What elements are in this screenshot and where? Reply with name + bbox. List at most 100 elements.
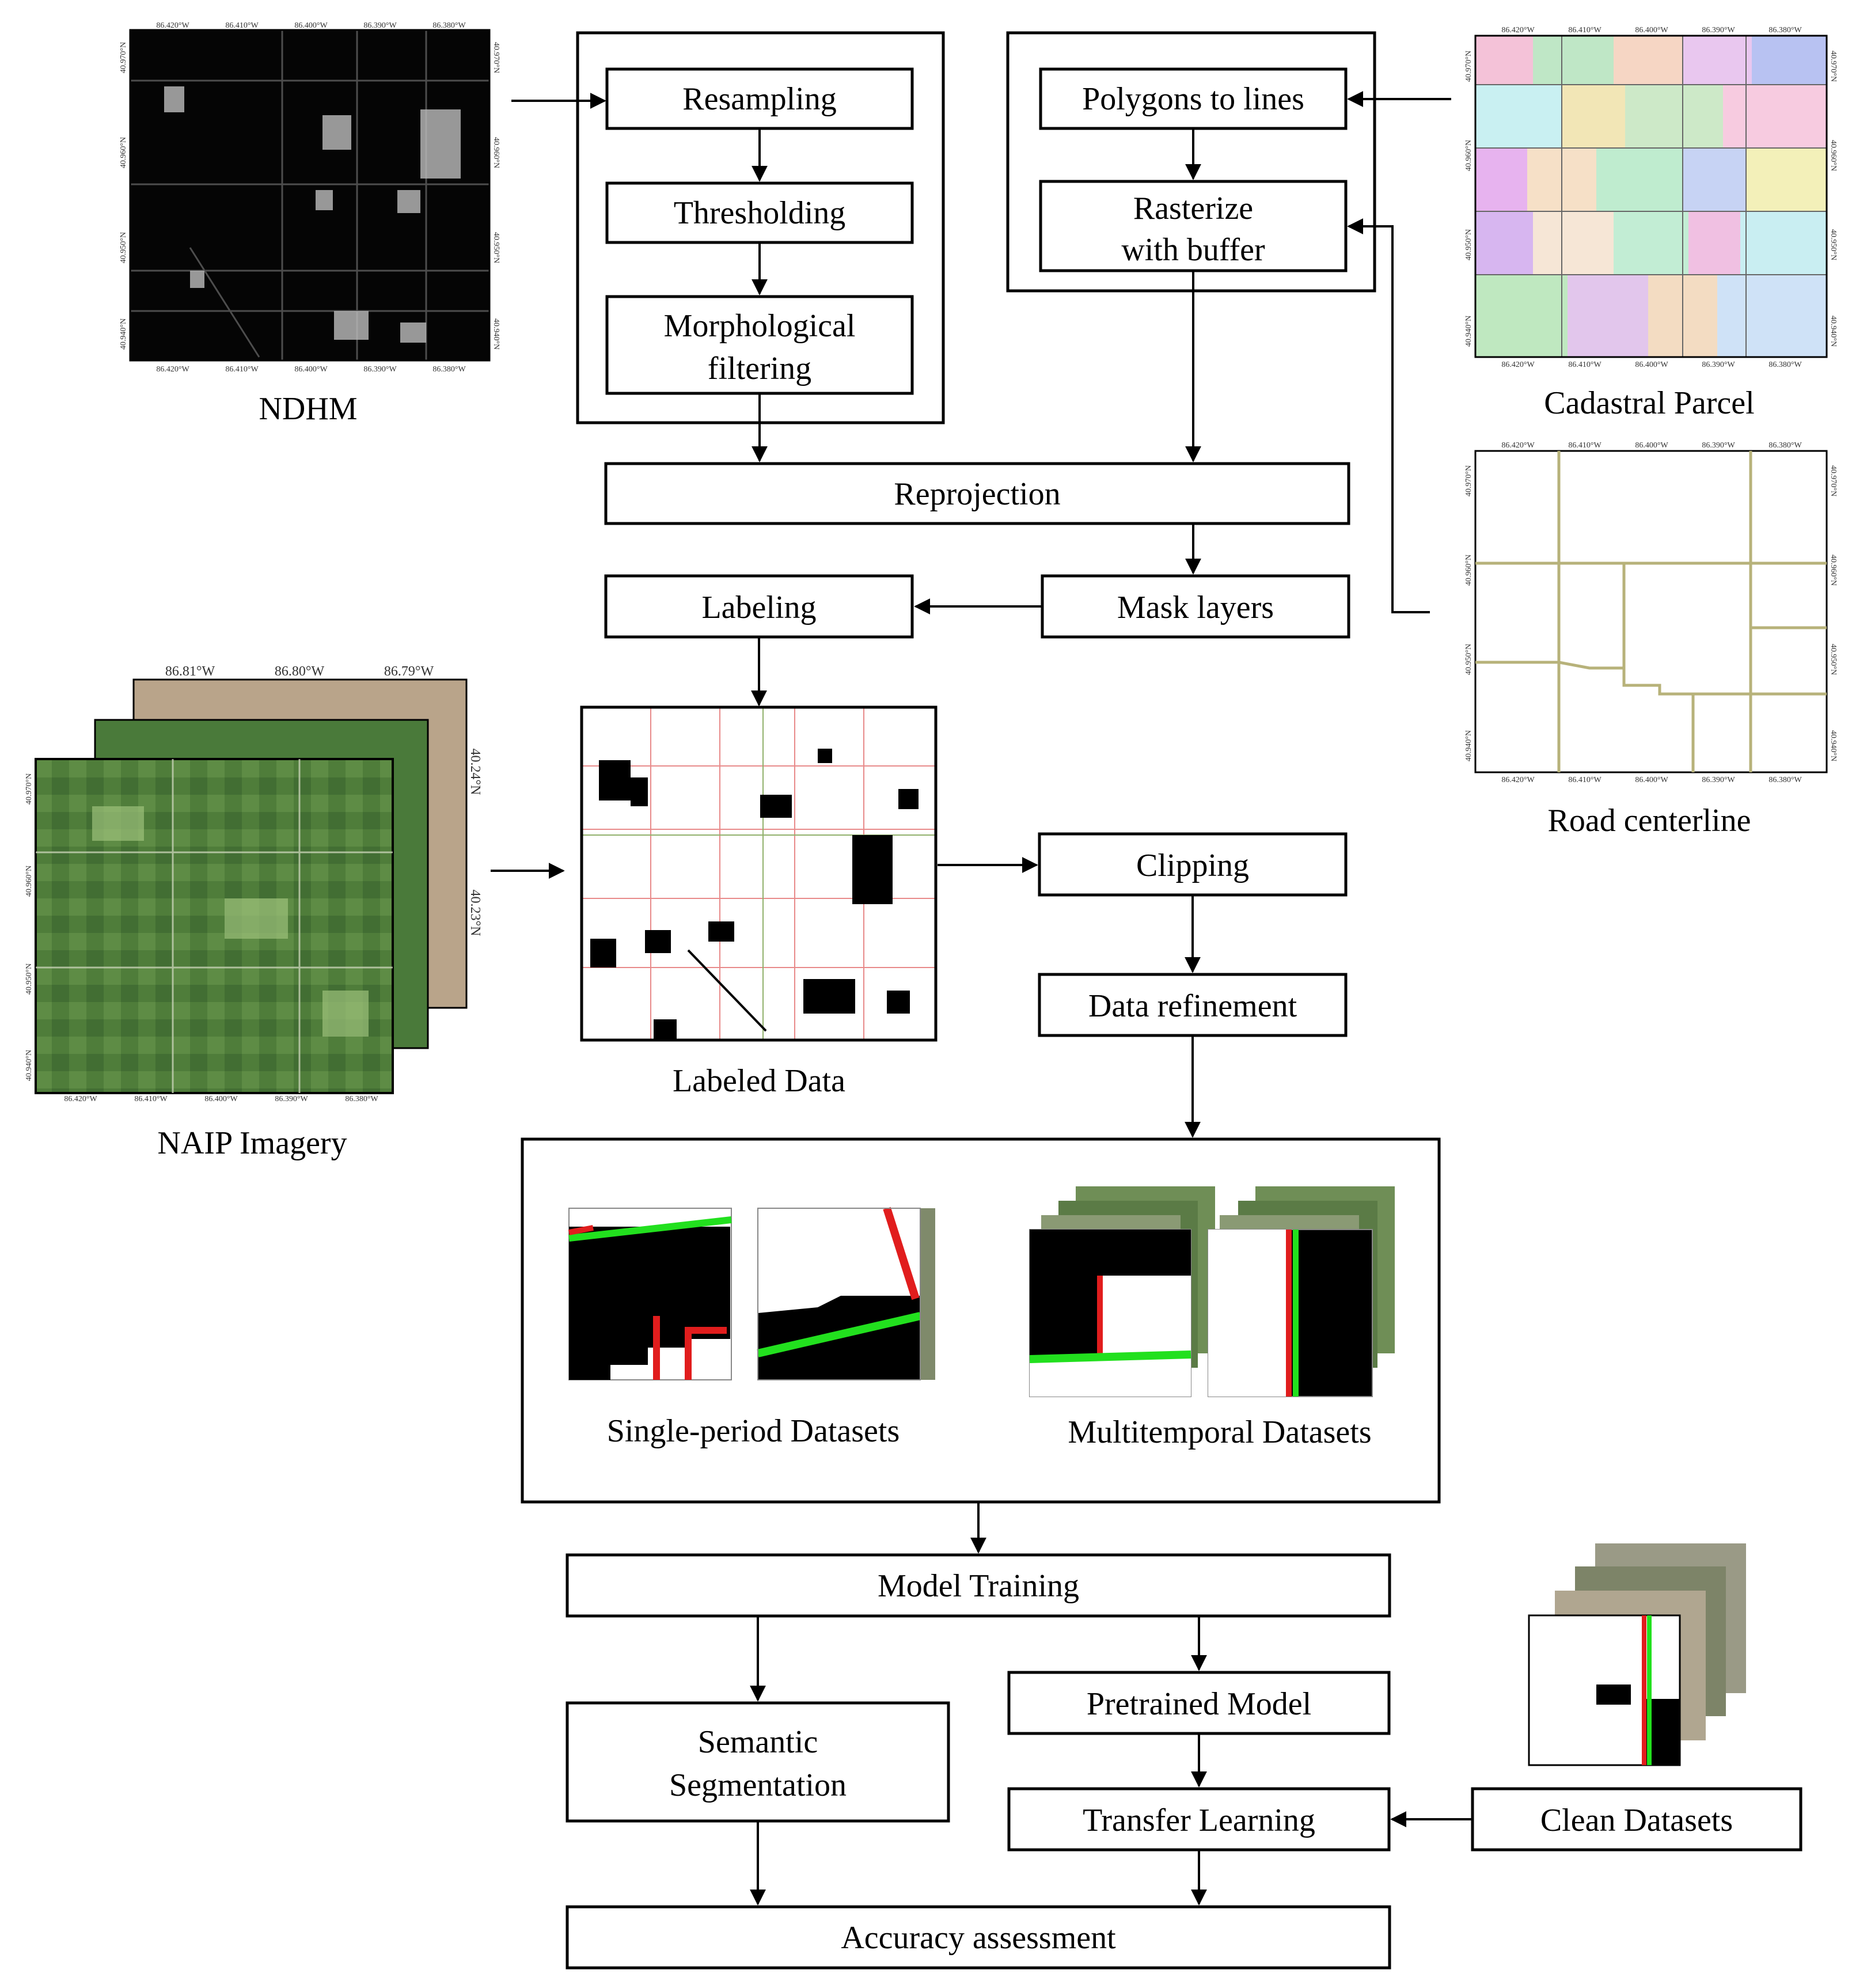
road-lon-tick: 86.420°W <box>1501 441 1535 450</box>
naip-front-lon-tick: 86.400°W <box>204 1095 238 1103</box>
cadastral-lon-tick-bottom: 86.390°W <box>1702 361 1735 369</box>
ndhm-lon-tick-top: 86.410°W <box>225 21 259 30</box>
mask-layers-box <box>1041 574 1350 639</box>
pretrained-model-box <box>1007 1671 1391 1735</box>
road-lon-tick: 86.380°W <box>1768 441 1802 450</box>
naip-lon-tick: 86.80°W <box>275 664 325 679</box>
data-refinement-box <box>1038 973 1348 1037</box>
resampling-box <box>605 67 914 130</box>
rasterize-label: Rasterize <box>1133 191 1253 226</box>
cadastral-lon-tick: 86.400°W <box>1635 26 1668 35</box>
morphological-label: Morphological <box>664 308 856 344</box>
road-lat-tick: 40.960°N <box>1464 555 1473 586</box>
road-lon-tick: 86.410°W <box>1568 441 1601 450</box>
naip-lon-tick: 86.79°W <box>384 664 434 679</box>
datasets-group <box>521 1137 1441 1504</box>
rasterize-box <box>1039 180 1348 272</box>
ndhm-lat-tick-right: 40.950°N <box>492 232 500 263</box>
naip-front-lat-tick: 40.950°N <box>25 963 33 995</box>
naip-front-lat-tick: 40.970°N <box>25 773 33 805</box>
naip-imagery-stack: 86.81°W 86.80°W 86.79°W 40.24°N 40.23°N … <box>25 664 483 1103</box>
single-period-samples <box>568 1207 935 1380</box>
ndhm-lon-tick-bottom: 86.380°W <box>432 365 466 374</box>
road-lon-tick-bottom: 86.420°W <box>1501 776 1535 784</box>
cadastral-processing-group <box>1006 31 1376 293</box>
reprojection-box <box>604 462 1350 525</box>
data-refinement-label: Data refinement <box>1088 988 1297 1024</box>
road-lon-tick: 86.400°W <box>1635 441 1668 450</box>
ndhm-caption: NDHM <box>259 391 357 427</box>
cadastral-lat-tick: 40.960°N <box>1464 140 1473 171</box>
cadastral-lat-tick-right: 40.950°N <box>1829 229 1838 260</box>
multitemporal-samples <box>1029 1186 1395 1397</box>
labeling-label: Labeling <box>701 590 816 625</box>
road-lat-tick-right: 40.940°N <box>1829 730 1838 761</box>
labeled-data-image <box>580 705 938 1042</box>
morphological-filtering-box <box>605 295 914 395</box>
cadastral-lon-tick: 86.390°W <box>1702 26 1735 35</box>
accuracy-assessment-label: Accuracy assessment <box>841 1920 1116 1956</box>
pretrained-model-label: Pretrained Model <box>1087 1686 1311 1722</box>
ndhm-lon-tick-bottom: 86.420°W <box>156 365 189 374</box>
road-lat-tick: 40.950°N <box>1464 644 1473 675</box>
road-lon-tick: 86.390°W <box>1702 441 1735 450</box>
clipping-label: Clipping <box>1136 848 1249 883</box>
ndhm-lat-tick: 40.960°N <box>119 137 128 168</box>
labeling-box <box>604 574 914 639</box>
ndhm-lat-tick: 40.940°N <box>119 318 128 350</box>
cadastral-lat-tick: 40.940°N <box>1464 316 1473 347</box>
road-lat-tick: 40.970°N <box>1464 465 1473 496</box>
ndhm-lon-tick-top: 86.390°W <box>363 21 397 30</box>
with-buffer-label: with buffer <box>1121 232 1265 268</box>
ndhm-lat-tick-right: 40.970°N <box>492 42 500 73</box>
edge-road-to-rasterize <box>1347 218 1430 613</box>
polygons-to-lines-label: Polygons to lines <box>1082 81 1304 117</box>
cadastral-lon-tick: 86.380°W <box>1768 26 1802 35</box>
cadastral-lon-tick-bottom: 86.400°W <box>1635 361 1668 369</box>
ndhm-lon-tick-bottom: 86.390°W <box>363 365 397 374</box>
ndhm-lat-tick-right: 40.960°N <box>492 137 500 168</box>
ndhm-lon-tick-top: 86.400°W <box>294 21 328 30</box>
ndhm-map: 86.420°W 86.410°W 86.400°W 86.390°W 86.3… <box>119 21 500 374</box>
single-period-caption: Single-period Datasets <box>607 1413 900 1449</box>
ndhm-lat-tick: 40.950°N <box>119 232 128 263</box>
clean-datasets-label: Clean Datasets <box>1540 1803 1733 1838</box>
road-lon-tick-bottom: 86.410°W <box>1568 776 1601 784</box>
road-lon-tick-bottom: 86.400°W <box>1635 776 1668 784</box>
model-training-box <box>566 1553 1391 1618</box>
road-lat-tick: 40.940°N <box>1464 730 1473 761</box>
thresholding-box <box>605 181 914 244</box>
thresholding-label: Thresholding <box>674 195 846 231</box>
cadastral-lat-tick: 40.970°N <box>1464 51 1473 82</box>
cadastral-lat-tick-right: 40.940°N <box>1829 316 1838 347</box>
reprojection-label: Reprojection <box>894 476 1060 512</box>
ndhm-lon-tick-top: 86.420°W <box>156 21 189 30</box>
cadastral-lon-tick-bottom: 86.380°W <box>1768 361 1802 369</box>
road-lat-tick-right: 40.960°N <box>1829 555 1838 586</box>
road-lon-tick-bottom: 86.380°W <box>1768 776 1802 784</box>
model-training-label: Model Training <box>878 1568 1079 1604</box>
cadastral-lat-tick-right: 40.960°N <box>1829 140 1838 171</box>
naip-front-lon-tick: 86.420°W <box>64 1095 97 1103</box>
accuracy-assessment-box <box>566 1905 1391 1970</box>
labeled-data-caption: Labeled Data <box>673 1063 845 1099</box>
naip-lat-tick: 40.24°N <box>468 749 483 795</box>
naip-caption: NAIP Imagery <box>157 1125 347 1161</box>
transfer-learning-box <box>1007 1787 1391 1852</box>
road-lat-tick-right: 40.970°N <box>1829 465 1838 496</box>
clean-datasets-samples <box>1528 1543 1746 1766</box>
ndhm-lat-tick: 40.970°N <box>119 42 128 73</box>
cadastral-lat-tick: 40.950°N <box>1464 229 1473 260</box>
road-centerline-map: 86.420°W 86.410°W 86.400°W 86.390°W 86.3… <box>1464 441 1838 784</box>
ndhm-lat-tick-right: 40.940°N <box>492 318 500 350</box>
connectors <box>491 91 1471 1906</box>
clipping-box <box>1038 832 1348 897</box>
ndhm-lon-tick-bottom: 86.400°W <box>294 365 328 374</box>
cadastral-lat-tick-right: 40.970°N <box>1829 51 1838 82</box>
naip-front-lon-tick: 86.410°W <box>134 1095 168 1103</box>
cadastral-lon-tick: 86.420°W <box>1501 26 1535 35</box>
cadastral-lon-tick: 86.410°W <box>1568 26 1601 35</box>
semantic-label: Semantic <box>698 1724 818 1760</box>
naip-front-lat-tick: 40.940°N <box>25 1050 33 1081</box>
